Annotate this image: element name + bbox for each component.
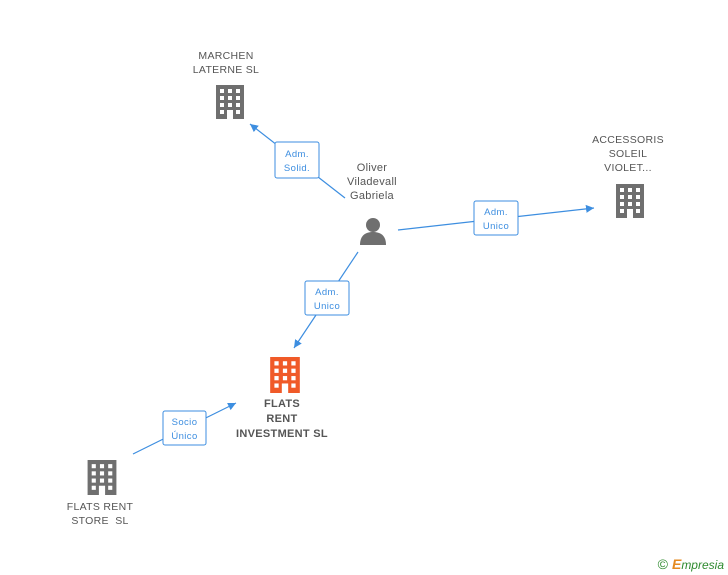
node-label-line: MARCHEN: [198, 50, 254, 62]
edge-label-line-1: Adm.: [484, 207, 508, 218]
edge-label-line-1: Socio: [172, 417, 198, 428]
brand-watermark: © Empresia: [658, 556, 724, 572]
node-oliver-icon[interactable]: [360, 218, 386, 245]
node-accessoris-icon[interactable]: [616, 184, 644, 218]
building-icon: [270, 357, 300, 393]
node-label-line: SOLEIL: [608, 148, 648, 160]
edge-label-box[interactable]: [473, 200, 519, 236]
node-label-accessoris[interactable]: ACCESSORIS SOLEIL VIOLET...: [588, 133, 668, 175]
node-flats-rent-investment-icon[interactable]: [270, 357, 300, 393]
edge-label-line-1: Adm.: [285, 149, 309, 160]
node-label-line: LATERNE SL: [192, 64, 260, 76]
node-label-flats-rent-store[interactable]: FLATS RENT STORE SL: [55, 500, 145, 528]
edge-label-line-2: Solid.: [284, 163, 310, 174]
node-label-line: Viladevall: [347, 176, 397, 188]
building-icon: [87, 460, 117, 495]
node-label-line: RENT: [266, 413, 298, 425]
node-label-line: ACCESSORIS: [592, 134, 664, 146]
node-label-line: STORE SL: [71, 515, 129, 527]
edge-flats-rent-store-flats-rent-investment: Socio Único: [132, 402, 237, 455]
node-label-line: Oliver: [356, 162, 388, 174]
edge-label-line-2: Unico: [483, 221, 509, 232]
copyright-icon: ©: [657, 556, 668, 572]
brand-logo: Empresia: [672, 556, 724, 572]
edge-oliver-accessoris: Adm. Unico: [397, 200, 595, 236]
node-label-line: FLATS: [263, 398, 301, 410]
edge-oliver-flats-rent-investment: Adm. Unico: [293, 251, 359, 349]
node-label-line: Gabriela: [350, 190, 394, 202]
edge-label-box[interactable]: [304, 280, 350, 316]
brand-name: mpresia: [681, 558, 724, 572]
node-label-line: FLATS RENT: [66, 501, 134, 513]
edge-label-line-1: Adm.: [315, 287, 339, 298]
node-label-line: VIOLET...: [604, 162, 652, 174]
node-label-line: INVESTMENT SL: [236, 428, 328, 440]
edge-label-box[interactable]: [162, 410, 207, 446]
node-label-flats-rent-investment[interactable]: FLATS RENT INVESTMENT SL: [222, 397, 342, 442]
person-icon: [360, 218, 386, 245]
building-icon: [216, 85, 244, 119]
brand-initial: E: [671, 556, 682, 572]
node-flats-rent-store-icon[interactable]: [87, 460, 117, 495]
edge-label-box[interactable]: [274, 141, 320, 179]
building-icon: [616, 184, 644, 218]
edge-oliver-marchen: Adm. Solid.: [249, 123, 346, 199]
edge-label-line-2: Unico: [314, 301, 340, 312]
node-label-marchen[interactable]: MARCHEN LATERNE SL: [186, 49, 266, 77]
node-marchen-icon[interactable]: [216, 85, 244, 119]
edge-label-line-2: Único: [171, 431, 197, 442]
node-label-oliver[interactable]: Oliver Viladevall Gabriela: [332, 161, 412, 203]
